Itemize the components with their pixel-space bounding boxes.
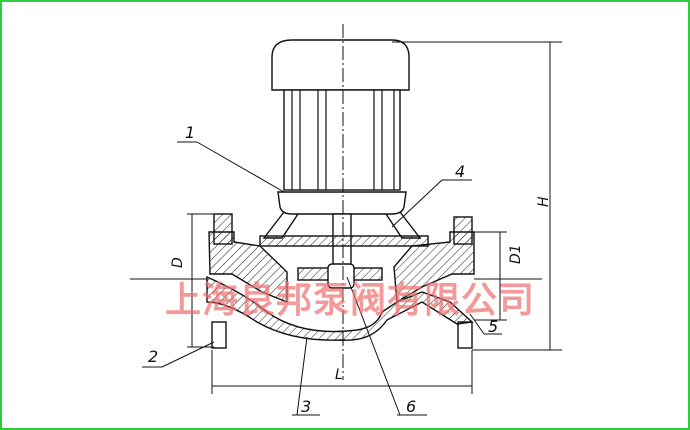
label-part-3: 3 [301, 397, 311, 416]
label-part-2: 2 [148, 347, 158, 366]
foot-right [457, 321, 473, 349]
dim-label-l: L [335, 367, 343, 383]
foot-left [211, 321, 227, 349]
pump-casing-left [208, 231, 288, 304]
pump-casing-right [393, 231, 475, 304]
volute [206, 275, 474, 341]
dim-label-d: D [170, 257, 186, 268]
dim-label-d1: D1 [508, 244, 524, 264]
label-part-6: 6 [406, 397, 416, 416]
label-part-1: 1 [185, 123, 195, 142]
label-part-4: 4 [455, 162, 465, 181]
dim-label-h: H [536, 196, 552, 207]
motor-body [283, 89, 401, 191]
flange-right [453, 216, 473, 245]
company-watermark: 上海良邦泵阀有限公司 [165, 280, 536, 321]
flange-left [213, 213, 233, 245]
motor-flange [277, 191, 407, 215]
label-part-5: 5 [488, 317, 498, 336]
impeller-nut [327, 263, 355, 289]
motor-cap [271, 39, 410, 91]
pump-cover [259, 235, 429, 247]
